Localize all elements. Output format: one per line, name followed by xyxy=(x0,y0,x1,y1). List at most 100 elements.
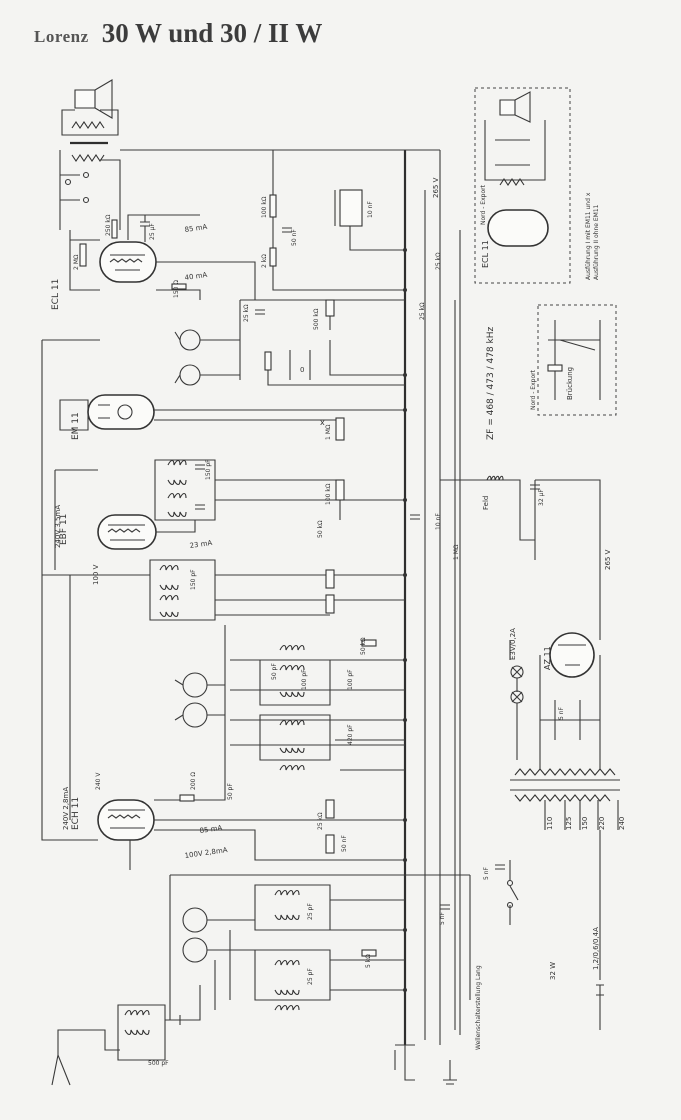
ecl11-export-label: ECL 11 xyxy=(481,240,490,268)
ech-r200-label: 200 Ω xyxy=(190,772,197,790)
c10nf-label-2: 10 nF xyxy=(435,513,442,530)
osc-50pf-label: 50 pF xyxy=(271,663,278,680)
tone-switch-wiring xyxy=(59,150,121,230)
ausfuehrung-label: Ausführung I mit EM11 und x xyxy=(585,192,592,280)
osc-50k-label: 50 kΩ xyxy=(360,637,367,655)
r1meg-label: 1 MΩ xyxy=(325,424,332,440)
v265b-label: 265 V xyxy=(604,549,612,570)
r150-label: 150 Ω xyxy=(173,280,180,298)
ecl-cathode-label: 250 kΩ xyxy=(105,214,112,236)
r25k-label-2: 25 kΩ xyxy=(435,252,442,270)
ech-hexode-label: 85 mA xyxy=(199,824,223,835)
osc-band-switch-1[interactable] xyxy=(182,672,208,698)
ecl-grid-resistor-label: 2 MΩ xyxy=(73,254,80,270)
osc-band-switch-2[interactable] xyxy=(182,702,208,728)
watt-label: 32 W xyxy=(549,962,557,980)
r25k-label: 25 kΩ xyxy=(243,304,250,322)
ausfuehrung2-label: Ausführung II ohne EM11 xyxy=(593,204,600,280)
speaker-transformer-secondary xyxy=(71,121,105,129)
zf-label: ZF = 468 / 473 / 478 kHz xyxy=(486,327,496,440)
agc-r1meg-label: 1 MΩ xyxy=(453,544,460,560)
input-band-switch-2[interactable] xyxy=(182,937,208,963)
nord-export-top-label: Nord - Export xyxy=(480,184,487,225)
if2-cap-label: 150 pF xyxy=(205,459,212,480)
mains-transformer-core xyxy=(510,779,620,791)
tap-125-label: 125 xyxy=(565,817,573,830)
c50nf-label: 50 nF xyxy=(291,229,298,246)
az11-label: AZ 11 xyxy=(543,646,552,670)
ebf-screen-label: 23 mA xyxy=(189,539,213,550)
dial-lamps xyxy=(511,666,523,703)
ecl-anode-current-label: 85 mA xyxy=(184,223,208,234)
osc-420pf-label: 420 pF xyxy=(347,724,354,745)
c10nf-label: 10 nF xyxy=(367,201,374,218)
model-label: 30 W und 30 / II W xyxy=(101,18,323,48)
ech-op-label: 240V 2,8mA xyxy=(62,787,70,830)
v265-label: 265 V xyxy=(432,177,440,198)
x-mark-1: x xyxy=(320,418,325,427)
ech11-tube xyxy=(97,799,155,841)
tap-220-label: 220 xyxy=(598,817,606,830)
volume-control xyxy=(339,189,363,227)
osc-100pf-label: 100 pF xyxy=(301,669,308,690)
feld-label: Feld xyxy=(482,496,490,510)
speaker-leads xyxy=(61,109,119,136)
ecl11-export-tube xyxy=(487,209,549,247)
ebf11-tube xyxy=(97,514,157,550)
r100k-label: 100 kΩ xyxy=(261,196,268,218)
nord-export-speaker-box xyxy=(474,87,571,284)
ech-50pf-label: 50 pF xyxy=(227,783,234,800)
ground-symbol xyxy=(394,1045,457,1085)
input-band-switch-1[interactable] xyxy=(182,907,208,933)
c32uf-label: 32 µF xyxy=(538,489,545,506)
brand-label: Lorenz xyxy=(34,27,89,46)
speaker-magnet xyxy=(74,89,96,109)
ecl11-label: ECL 11 xyxy=(51,279,61,310)
ebf11-label: EBF 11 xyxy=(59,514,69,545)
ech-r25k-label: 25 kΩ xyxy=(317,812,324,830)
r100k-label-2: 100 kΩ xyxy=(325,483,332,505)
r500k-label: 500 kΩ xyxy=(313,308,320,330)
schematic-title: Lorenz 30 W und 30 / II W xyxy=(34,18,322,49)
em11-tube xyxy=(87,394,155,430)
output-transformer-primary xyxy=(71,154,105,162)
input-25pf-label-2: 25 pF xyxy=(307,968,314,985)
r25k-label-3: 25 kΩ xyxy=(419,302,426,320)
antenna-cap-label: 500 pF xyxy=(148,1060,169,1067)
wellenschalter-label: Wellenschalterstellung Lang xyxy=(475,965,482,1050)
tap-110-label: 110 xyxy=(546,817,554,830)
ecl-cathode-cap-label: 25 µF xyxy=(149,223,156,240)
if1-cap-label: 150 pF xyxy=(190,569,197,590)
ech-op2-label: 240 V xyxy=(95,772,102,790)
sicherung-label: E3V/0,2A xyxy=(509,628,517,660)
r50k-label: 50 kΩ xyxy=(317,520,324,538)
rect-c5nf-label: 5 nF xyxy=(558,706,565,720)
ecl11-tube xyxy=(99,241,157,283)
ta-label: 0 xyxy=(300,366,304,374)
ech-screen-label: 100V 2,8mA xyxy=(184,846,228,860)
ech-c50nf-label: 50 nF xyxy=(341,835,348,852)
band-switch-2[interactable] xyxy=(179,364,201,386)
osc-100pf-label-2: 100 pF xyxy=(347,669,354,690)
brueckung-box xyxy=(537,304,617,416)
em11-label: EM 11 xyxy=(71,412,81,440)
tap-240-label: 240 xyxy=(618,817,626,830)
ebf-op-label: 240V 3,5mA xyxy=(54,505,62,548)
netz-fuse-label: 1,2/0,6/0,4A xyxy=(592,927,600,970)
az11-tube xyxy=(549,632,595,678)
nord-export-mid-label: Nord - Export xyxy=(530,369,537,410)
ech11-label: ECH 11 xyxy=(71,797,81,830)
ws-c5nf-label: 5 nF xyxy=(483,866,490,880)
speaker-cone xyxy=(94,79,113,119)
c5nf-label: 5 nF xyxy=(439,911,446,925)
ecl11-electrodes xyxy=(109,254,145,271)
brueckung-label: Brückung xyxy=(566,367,574,400)
ecl-current-label: 40 mA xyxy=(184,271,208,282)
band-switch-1[interactable] xyxy=(179,329,201,351)
r2k-label: 2 kΩ xyxy=(261,254,268,268)
tap-150-label: 150 xyxy=(581,817,589,830)
input-25pf-label: 25 pF xyxy=(307,903,314,920)
input-r5k-label: 5 kΩ xyxy=(365,954,372,968)
